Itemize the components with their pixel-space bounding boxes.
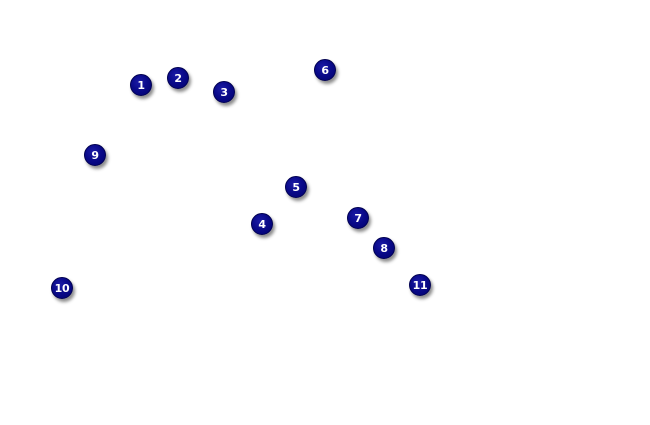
marker-1[interactable]: 1 [130, 74, 152, 96]
marker-9[interactable]: 9 [84, 144, 106, 166]
marker-label: 7 [354, 211, 362, 225]
marker-8[interactable]: 8 [373, 237, 395, 259]
marker-5[interactable]: 5 [285, 176, 307, 198]
marker-label: 4 [258, 217, 266, 231]
marker-label: 3 [220, 85, 228, 99]
marker-label: 10 [54, 281, 70, 295]
marker-label: 6 [321, 63, 329, 77]
marker-label: 2 [174, 71, 182, 85]
marker-7[interactable]: 7 [347, 207, 369, 229]
marker-6[interactable]: 6 [314, 59, 336, 81]
marker-label: 11 [412, 278, 428, 292]
marker-label: 9 [91, 148, 99, 162]
marker-2[interactable]: 2 [167, 67, 189, 89]
marker-label: 1 [137, 78, 145, 92]
marker-label: 8 [380, 241, 388, 255]
marker-11[interactable]: 11 [409, 274, 431, 296]
marker-4[interactable]: 4 [251, 213, 273, 235]
marker-3[interactable]: 3 [213, 81, 235, 103]
marker-10[interactable]: 10 [51, 277, 73, 299]
marker-label: 5 [292, 180, 300, 194]
